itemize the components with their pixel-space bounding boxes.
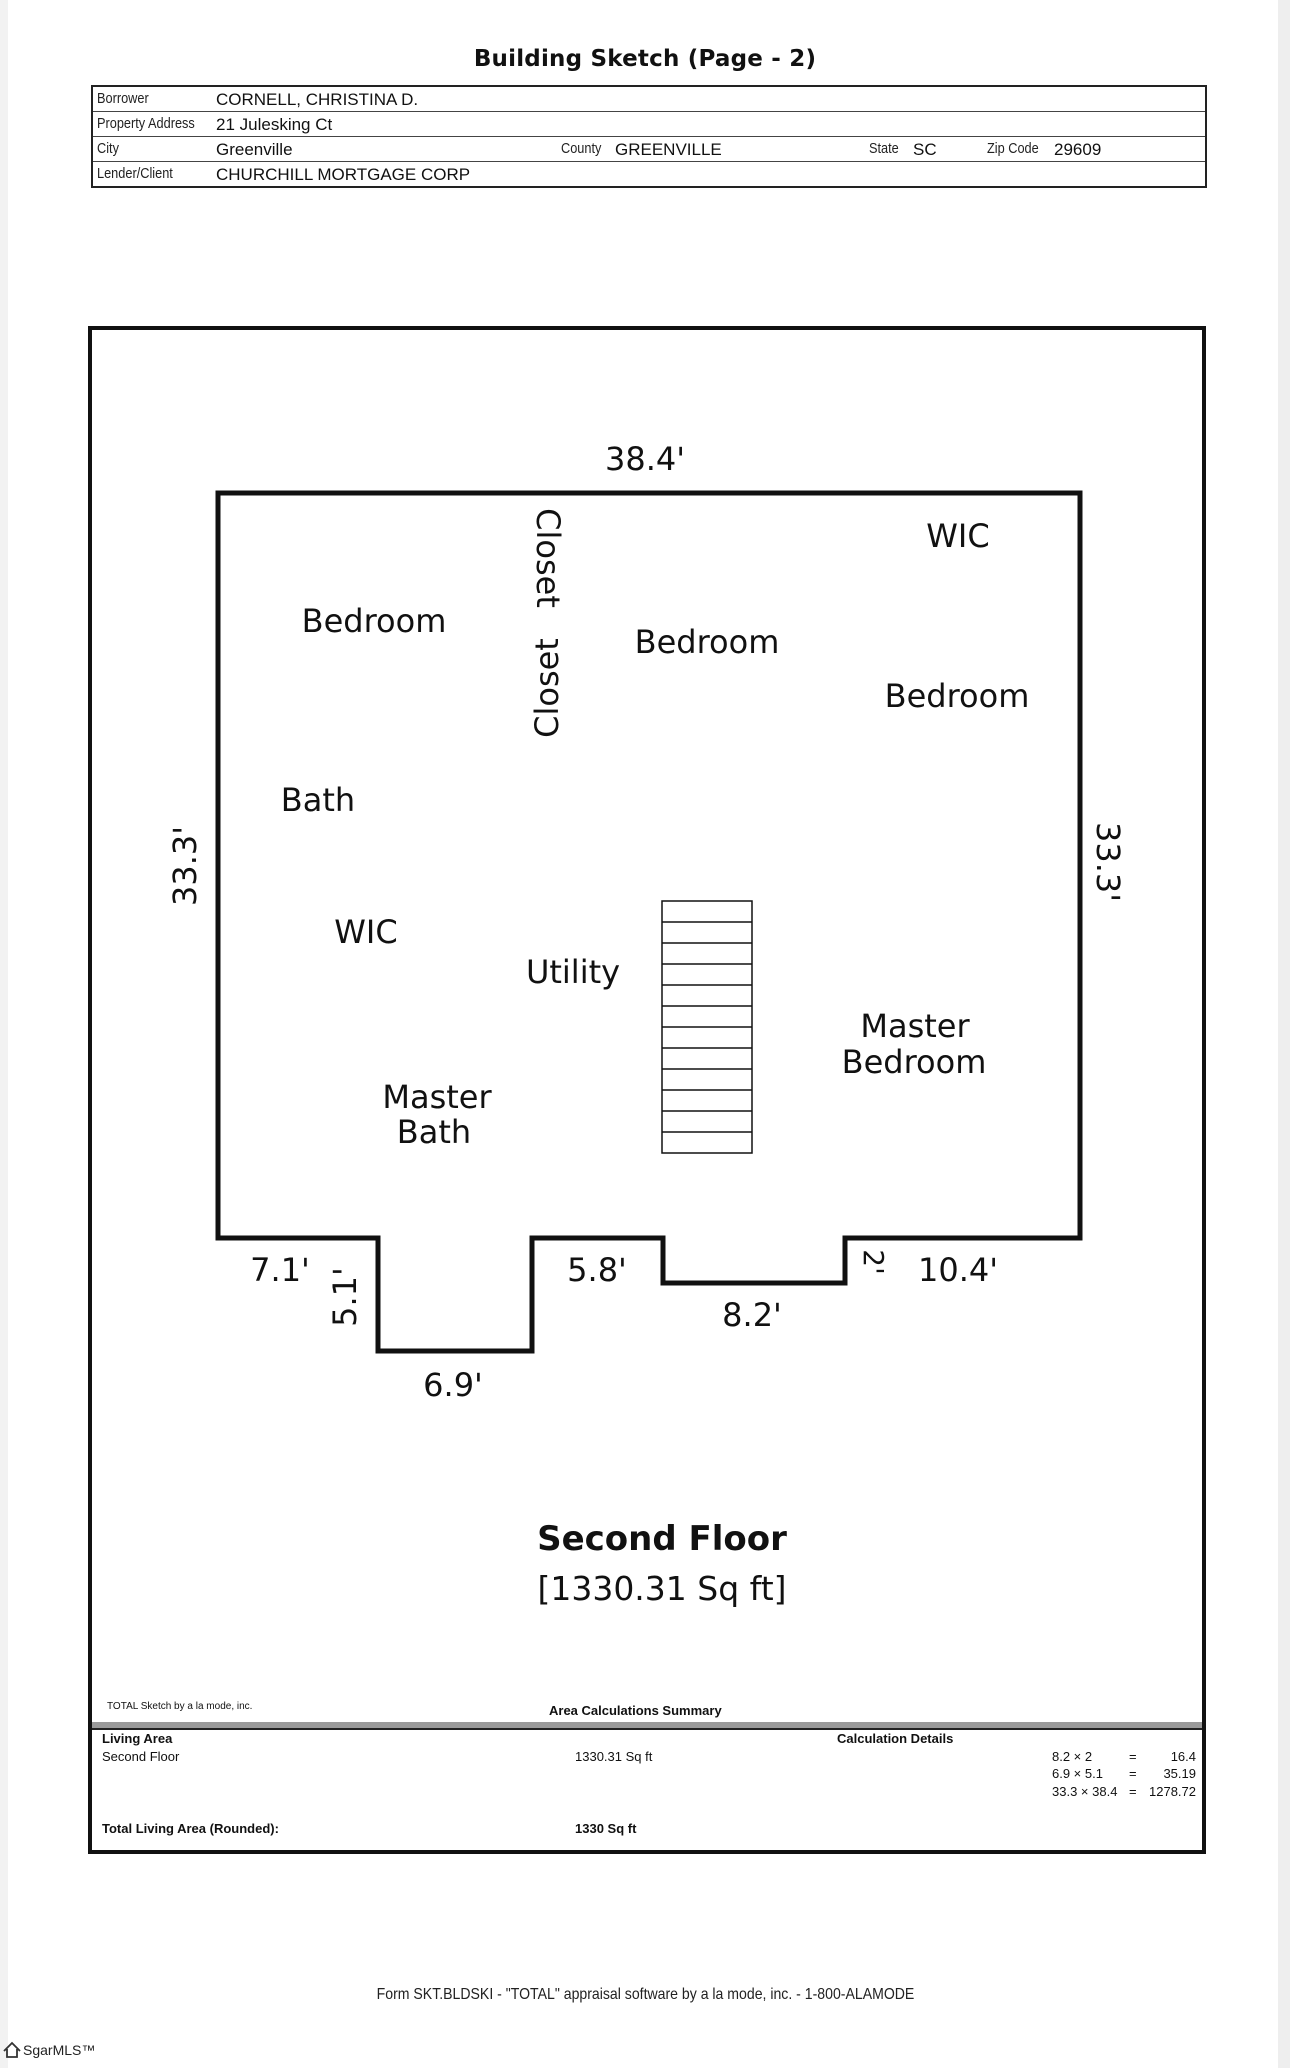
mls-watermark: SgarMLS™ [2,2040,95,2060]
room-closet-bottom: Closet [528,638,566,738]
dim-8-2: 8.2' [722,1296,782,1334]
city-row: City Greenville County GREENVILLE State … [93,137,1205,162]
summary-header-bar [92,1722,1202,1728]
sketch-credit: TOTAL Sketch by a la mode, inc. [107,1701,253,1712]
room-bath: Bath [281,781,355,819]
lender-label: Lender/Client [97,165,173,182]
calc-1-eq: = [1129,1749,1137,1764]
address-value: 21 Julesking Ct [216,115,333,134]
stairs [661,900,753,1154]
left-page-edge [0,0,8,2068]
area-row-value: 1330.31 Sq ft [575,1749,653,1764]
house-icon [3,2041,21,2058]
form-footer: Form SKT.BLDSKI - "TOTAL" appraisal soft… [0,1986,1290,2004]
total-living-area-value: 1330 Sq ft [575,1821,637,1836]
dim-right: 33.3' [1089,822,1127,902]
dim-7-1: 7.1' [250,1251,310,1289]
calc-3-result: 1278.72 [1149,1784,1196,1799]
county-value: GREENVILLE [615,140,722,159]
calc-1-expr: 8.2 × 2 [1052,1749,1093,1764]
dim-left: 33.3' [166,826,204,906]
address-row: Property Address 21 Julesking Ct [93,112,1205,137]
state-label: State [869,140,899,157]
borrower-row: Borrower CORNELL, CHRISTINA D. [93,87,1205,112]
lender-row: Lender/Client CHURCHILL MORTGAGE CORP [93,162,1205,186]
area-row-name: Second Floor [102,1749,180,1764]
room-master-bedroom-line1: Master [860,1007,970,1045]
lender-value: CHURCHILL MORTGAGE CORP [216,165,471,184]
zip-label: Zip Code [987,140,1039,157]
room-bedroom-2: Bedroom [635,623,780,661]
dim-5-1: 5.1' [326,1267,364,1327]
borrower-value: CORNELL, CHRISTINA D. [216,90,419,109]
summary-title: Area Calculations Summary [549,1703,722,1718]
address-label: Property Address [97,115,195,132]
living-area-header: Living Area [102,1731,173,1746]
calc-2-expr: 6.9 × 5.1 [1052,1766,1103,1781]
property-info-table: Borrower CORNELL, CHRISTINA D. Property … [91,85,1207,188]
city-value: Greenville [216,140,293,159]
calc-2-eq: = [1129,1766,1137,1781]
calc-3-expr: 33.3 × 38.4 [1052,1784,1118,1799]
room-bedroom-1: Bedroom [302,602,447,640]
summary-separator [92,1728,1202,1730]
dim-5-8: 5.8' [567,1251,627,1289]
calculation-details-header: Calculation Details [837,1731,954,1746]
room-wic-2: WIC [334,913,397,951]
floor-outline [215,490,1083,1354]
borrower-label: Borrower [97,90,149,107]
calc-2-result: 35.19 [1163,1766,1196,1781]
right-page-edge [1278,0,1290,2068]
city-label: City [97,140,119,157]
form-footer-text: Form SKT.BLDSKI - "TOTAL" appraisal soft… [376,1986,914,2003]
room-utility: Utility [526,953,620,991]
room-bedroom-3: Bedroom [885,677,1030,715]
dim-6-9: 6.9' [423,1366,483,1404]
document-title: Building Sketch (Page - 2) [473,46,817,72]
calc-1-result: 16.4 [1170,1749,1196,1764]
sketch-frame [88,326,1206,1854]
floor-title: Second Floor [537,1519,787,1559]
state-value: SC [913,140,937,159]
room-master-bath-line2: Bath [397,1113,471,1151]
total-living-area-label: Total Living Area (Rounded): [102,1821,279,1836]
county-label: County [561,140,602,157]
room-closet-top: Closet [529,508,567,608]
zip-value: 29609 [1054,140,1102,159]
dim-2: 2' [857,1249,890,1275]
room-master-bedroom-line2: Bedroom [842,1043,987,1081]
dim-10-4: 10.4' [918,1251,998,1289]
room-wic-1: WIC [926,517,989,555]
room-master-bath-line1: Master [382,1078,492,1116]
calc-3-eq: = [1129,1784,1137,1799]
floor-area: [1330.31 Sq ft] [537,1569,786,1608]
mls-text: SgarMLS™ [23,2042,96,2058]
dim-top: 38.4' [605,440,685,478]
